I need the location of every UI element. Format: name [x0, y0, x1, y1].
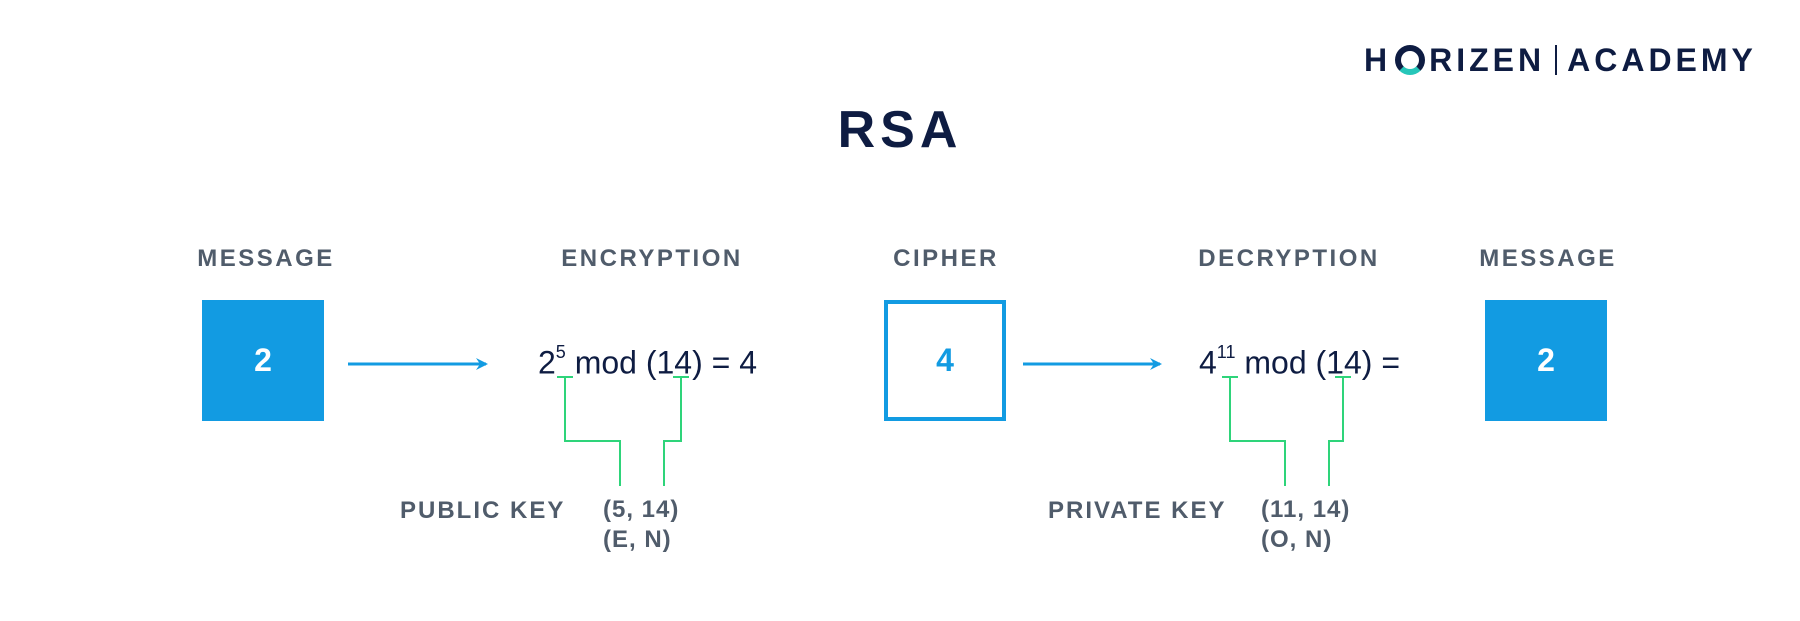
message-out-box: 2	[1485, 300, 1607, 421]
encryption-rest: mod (14) = 4	[565, 344, 758, 381]
encryption-equation: 25 mod (14) = 4	[538, 336, 757, 383]
logo-divider	[1555, 45, 1558, 75]
private-key-symbols: (O, N)	[1261, 526, 1333, 553]
bracket-private-modulus	[1328, 376, 1351, 486]
public-key-label: PUBLIC KEY	[400, 497, 566, 524]
decryption-base: 4	[1199, 344, 1217, 381]
private-key-value: (11, 14)	[1261, 496, 1351, 523]
diagram-title: RSA	[837, 101, 963, 159]
logo-letter-h: H	[1364, 41, 1392, 78]
private-key-label: PRIVATE KEY	[1048, 497, 1227, 524]
message-in-box: 2	[202, 300, 324, 421]
bracket-private-exponent	[1222, 376, 1286, 486]
label-cipher: CIPHER	[893, 245, 999, 272]
cipher-box: 4	[884, 300, 1006, 421]
encryption-base: 2	[538, 344, 556, 381]
horizen-academy-logo: H RIZEN ACADEMY	[1364, 40, 1764, 80]
label-decryption: DECRYPTION	[1198, 245, 1380, 272]
label-message-out: MESSAGE	[1479, 245, 1617, 272]
bracket-public-exponent	[557, 376, 621, 486]
logo-word-rizen: RIZEN	[1429, 41, 1546, 78]
decryption-rest: mod (14) =	[1235, 344, 1400, 381]
public-key-value: (5, 14)	[603, 496, 680, 523]
public-key-symbols: (E, N)	[603, 526, 672, 553]
logo-word-academy: ACADEMY	[1567, 41, 1757, 78]
bracket-public-modulus	[663, 376, 689, 486]
label-message-in: MESSAGE	[197, 245, 335, 272]
decryption-exponent: 11	[1216, 342, 1236, 362]
encryption-exponent: 5	[555, 342, 566, 362]
label-encryption: ENCRYPTION	[561, 245, 743, 272]
decryption-equation: 411 mod (14) =	[1199, 336, 1400, 383]
logo-ring-icon	[1395, 45, 1426, 75]
